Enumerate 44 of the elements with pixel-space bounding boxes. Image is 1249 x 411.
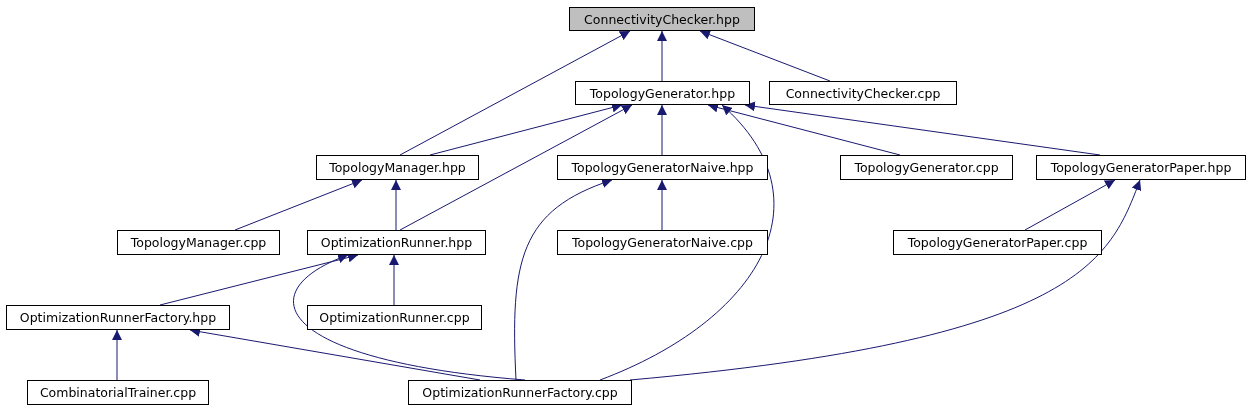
file-box (893, 230, 1102, 255)
arrow (112, 329, 122, 381)
file-box (1036, 155, 1246, 180)
file-box (6, 305, 230, 330)
file-box (569, 7, 755, 31)
file-name: OptimizationRunnerFactory.hpp (19, 310, 217, 325)
arrow (234, 179, 363, 231)
file-box (769, 81, 957, 105)
file-box (557, 230, 768, 255)
arrow (391, 179, 401, 231)
file-name: OptimizationRunner.cpp (319, 310, 470, 325)
file-box (27, 380, 209, 405)
arrow (399, 104, 633, 231)
file-name: TopologyManager.cpp (130, 235, 267, 250)
arrow (514, 178, 613, 381)
file-box (408, 380, 632, 405)
arrow (389, 254, 399, 306)
file-name: TopologyManager.hpp (329, 160, 466, 175)
file-box (840, 155, 1013, 180)
arrow (657, 30, 667, 82)
file-name: ConnectivityChecker.hpp (584, 11, 740, 27)
arrow (629, 179, 1142, 381)
arrow (657, 104, 667, 156)
file-box (307, 230, 486, 255)
file-name: OptimizationRunner.hpp (320, 235, 473, 250)
arrow (599, 104, 775, 381)
file-name: OptimizationRunnerFactory.cpp (422, 385, 618, 400)
file-name: ConnectivityChecker.cpp (785, 85, 941, 101)
file-name: TopologyGeneratorNaive.hpp (571, 160, 754, 175)
arrow (657, 179, 667, 231)
file-box (575, 81, 750, 105)
file-name: TopologyGenerator.cpp (854, 160, 999, 175)
arrow (1024, 179, 1116, 231)
file-box (117, 230, 280, 255)
file-box (557, 155, 768, 180)
file-box (307, 305, 482, 330)
file-name: TopologyGenerator.hpp (589, 85, 736, 101)
file-box (316, 155, 479, 180)
arrow (399, 30, 631, 156)
file-name: TopologyGeneratorNaive.cpp (572, 235, 753, 250)
arrow (699, 29, 831, 82)
file-name: TopologyGeneratorPaper.cpp (907, 235, 1088, 250)
file-name: CombinatorialTrainer.cpp (39, 385, 197, 400)
file-name: TopologyGeneratorPaper.hpp (1050, 160, 1232, 175)
